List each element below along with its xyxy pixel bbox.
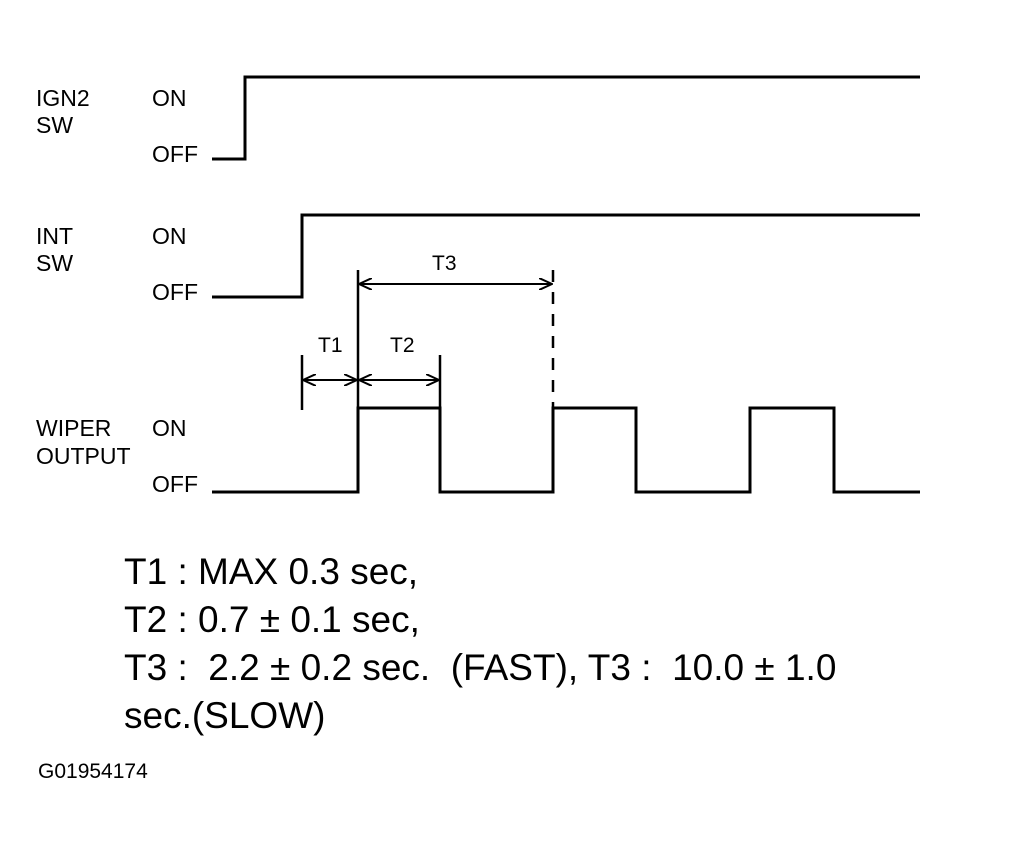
wiper-output-waveform <box>212 406 920 494</box>
ign2-sw-name-line2: SW <box>36 112 73 138</box>
timing-diagram: IGN2 SW ON OFF INT SW ON OFF WIPER OUTPU… <box>36 75 920 497</box>
t1-t2-dimension: T1 T2 <box>300 334 442 410</box>
ign2-sw-on-label: ON <box>152 85 187 111</box>
ign2-sw-name-line1: IGN2 <box>36 85 90 111</box>
ign2-sw-signal: IGN2 SW ON OFF <box>36 75 920 167</box>
t3-dimension: T3 <box>356 252 555 408</box>
spec-t3-continued: sec.(SLOW) <box>124 695 326 736</box>
wiper-output-name-line2: OUTPUT <box>36 443 131 469</box>
int-sw-on-label: ON <box>152 223 187 249</box>
spec-t3: T3 : 2.2 ± 0.2 sec. (FAST), T3 : 10.0 ± … <box>124 647 837 688</box>
int-sw-name-line1: INT <box>36 223 73 249</box>
spec-t2: T2 : 0.7 ± 0.1 sec, <box>124 599 420 640</box>
figure-id: G01954174 <box>38 760 148 783</box>
spec-t1: T1 : MAX 0.3 sec, <box>124 551 419 592</box>
wiper-output-name-line1: WIPER <box>36 415 111 441</box>
wiper-output-signal: WIPER OUTPUT ON OFF <box>36 406 920 497</box>
wiper-output-off-label: OFF <box>152 471 198 497</box>
ign2-sw-waveform <box>212 75 920 161</box>
wiper-output-on-label: ON <box>152 415 187 441</box>
t1-label: T1 <box>318 334 343 357</box>
ign2-sw-off-label: OFF <box>152 141 198 167</box>
int-sw-signal: INT SW ON OFF <box>36 213 920 305</box>
int-sw-waveform <box>212 213 920 299</box>
int-sw-off-label: OFF <box>152 279 198 305</box>
t2-label: T2 <box>390 334 415 357</box>
int-sw-name-line2: SW <box>36 250 73 276</box>
timing-specifications: T1 : MAX 0.3 sec, T2 : 0.7 ± 0.1 sec, T3… <box>124 548 836 740</box>
t3-label: T3 <box>432 252 457 275</box>
